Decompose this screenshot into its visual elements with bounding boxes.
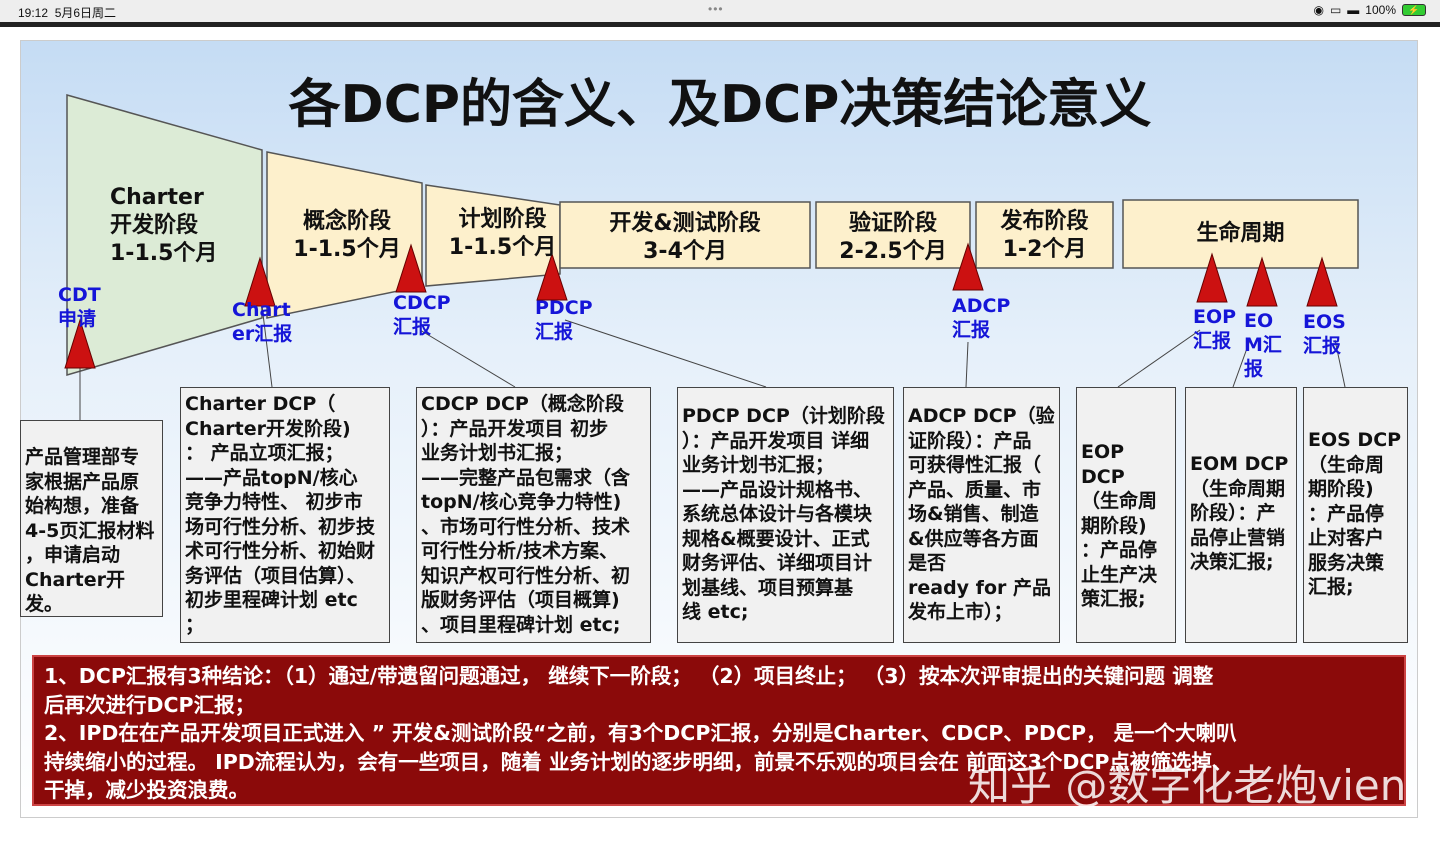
milestone-eop: EOP 汇报 bbox=[1193, 306, 1237, 352]
milestone-charter: Chart er汇报 bbox=[232, 299, 293, 345]
stage-plan: 计划阶段 1-1.5个月 bbox=[448, 207, 557, 260]
desc-box-cdt: 产品管理部专 家根据产品原 始构想，准备 4-5页汇报材料 ，申请启动 Char… bbox=[20, 420, 163, 617]
milestone-triangle bbox=[244, 256, 276, 307]
stage-shape-plan bbox=[425, 184, 561, 287]
milestone-eom: EO M汇 报 bbox=[1244, 310, 1282, 380]
stage-charter: Charter 开发阶段 1-1.5个月 bbox=[110, 185, 218, 266]
desc-box-charter: Charter DCP（ Charter开发阶段) ： 产品立项汇报； ——产品… bbox=[180, 387, 390, 643]
multitask-dots[interactable]: ••• bbox=[708, 2, 724, 16]
connector-line bbox=[965, 341, 969, 388]
milestone-triangle bbox=[952, 242, 984, 291]
conclusion-panel: 1、DCP汇报有3种结论：（1）通过/带遗留问题通过， 继续下一阶段； （2）项… bbox=[32, 655, 1406, 806]
status-bar: 19:12 5月6日周二 ••• ◉ ▭ ▬ 100% ⚡ bbox=[0, 0, 1440, 22]
battery-charging-icon: ⚡ bbox=[1402, 4, 1426, 16]
connector-line bbox=[564, 319, 767, 388]
milestone-eos: EOS 汇报 bbox=[1303, 311, 1346, 357]
screen-mirror-icon: ▭ bbox=[1329, 3, 1342, 17]
milestone-triangle bbox=[1196, 252, 1228, 303]
stage-dev-test: 开发&测试阶段 3-4个月 bbox=[609, 211, 761, 264]
milestone-triangle bbox=[1306, 256, 1338, 307]
connector-line bbox=[1117, 329, 1201, 388]
desc-box-eom: EOM DCP （生命周期 阶段）：产 品停止营销 决策汇报; bbox=[1185, 387, 1297, 643]
connector-line bbox=[1232, 339, 1251, 388]
stage-lifecycle: 生命周期 bbox=[1196, 221, 1285, 246]
connector-line bbox=[419, 329, 516, 388]
milestone-pdcp: PDCP 汇报 bbox=[535, 297, 593, 343]
connector-line bbox=[261, 305, 273, 388]
watermark: 知乎 @数字化老炮vien bbox=[968, 761, 1407, 810]
milestone-triangle bbox=[64, 318, 96, 369]
battery-level: 100% bbox=[1365, 3, 1396, 17]
connector-line bbox=[1334, 339, 1346, 388]
status-time: 19:12 5月6日周二 bbox=[18, 6, 117, 20]
milestone-triangle bbox=[1246, 256, 1278, 307]
milestone-triangle bbox=[536, 252, 568, 301]
desc-box-eos: EOS DCP （生命周 期阶段) ：产品停 止对客户 服务决策 汇报; bbox=[1303, 387, 1408, 643]
wifi-icon: ◉ bbox=[1313, 3, 1324, 17]
milestone-adcp: ADCP 汇报 bbox=[952, 295, 1011, 341]
desc-box-adcp: ADCP DCP（验 证阶段）：产品 可获得性汇报（ 产品、质量、市 场&销售、… bbox=[903, 387, 1060, 643]
slide-title: 各DCP的含义、及DCP决策结论意义 bbox=[288, 75, 1152, 135]
stage-concept: 概念阶段 1-1.5个月 bbox=[293, 209, 401, 262]
milestone-cdt: CDT 申请 bbox=[58, 284, 101, 330]
desc-box-eop: EOP DCP （生命周 期阶段) ：产品停 止生产决 策汇报; bbox=[1076, 387, 1176, 643]
stage-shape-dev bbox=[559, 201, 811, 269]
milestone-triangle bbox=[395, 243, 427, 293]
milestone-cdcp: CDCP 汇报 bbox=[393, 292, 451, 338]
stage-shape-verify bbox=[815, 201, 971, 269]
stage-shape-charter bbox=[66, 94, 263, 377]
desc-box-cdcp: CDCP DCP（概念阶段 ）：产品开发项目 初步 业务计划书汇报； ——完整产… bbox=[416, 387, 651, 643]
window-divider bbox=[0, 22, 1440, 27]
stage-shape-lifecycle bbox=[1122, 199, 1359, 269]
stage-verify: 验证阶段 2-2.5个月 bbox=[839, 211, 947, 264]
stage-release: 发布阶段 1-2个月 bbox=[1000, 209, 1089, 262]
car-icon: ▬ bbox=[1347, 3, 1360, 17]
stage-shape-release bbox=[975, 201, 1114, 269]
desc-box-pdcp: PDCP DCP（计划阶段 ）：产品开发项目 详细 业务计划书汇报； ——产品设… bbox=[677, 387, 894, 643]
